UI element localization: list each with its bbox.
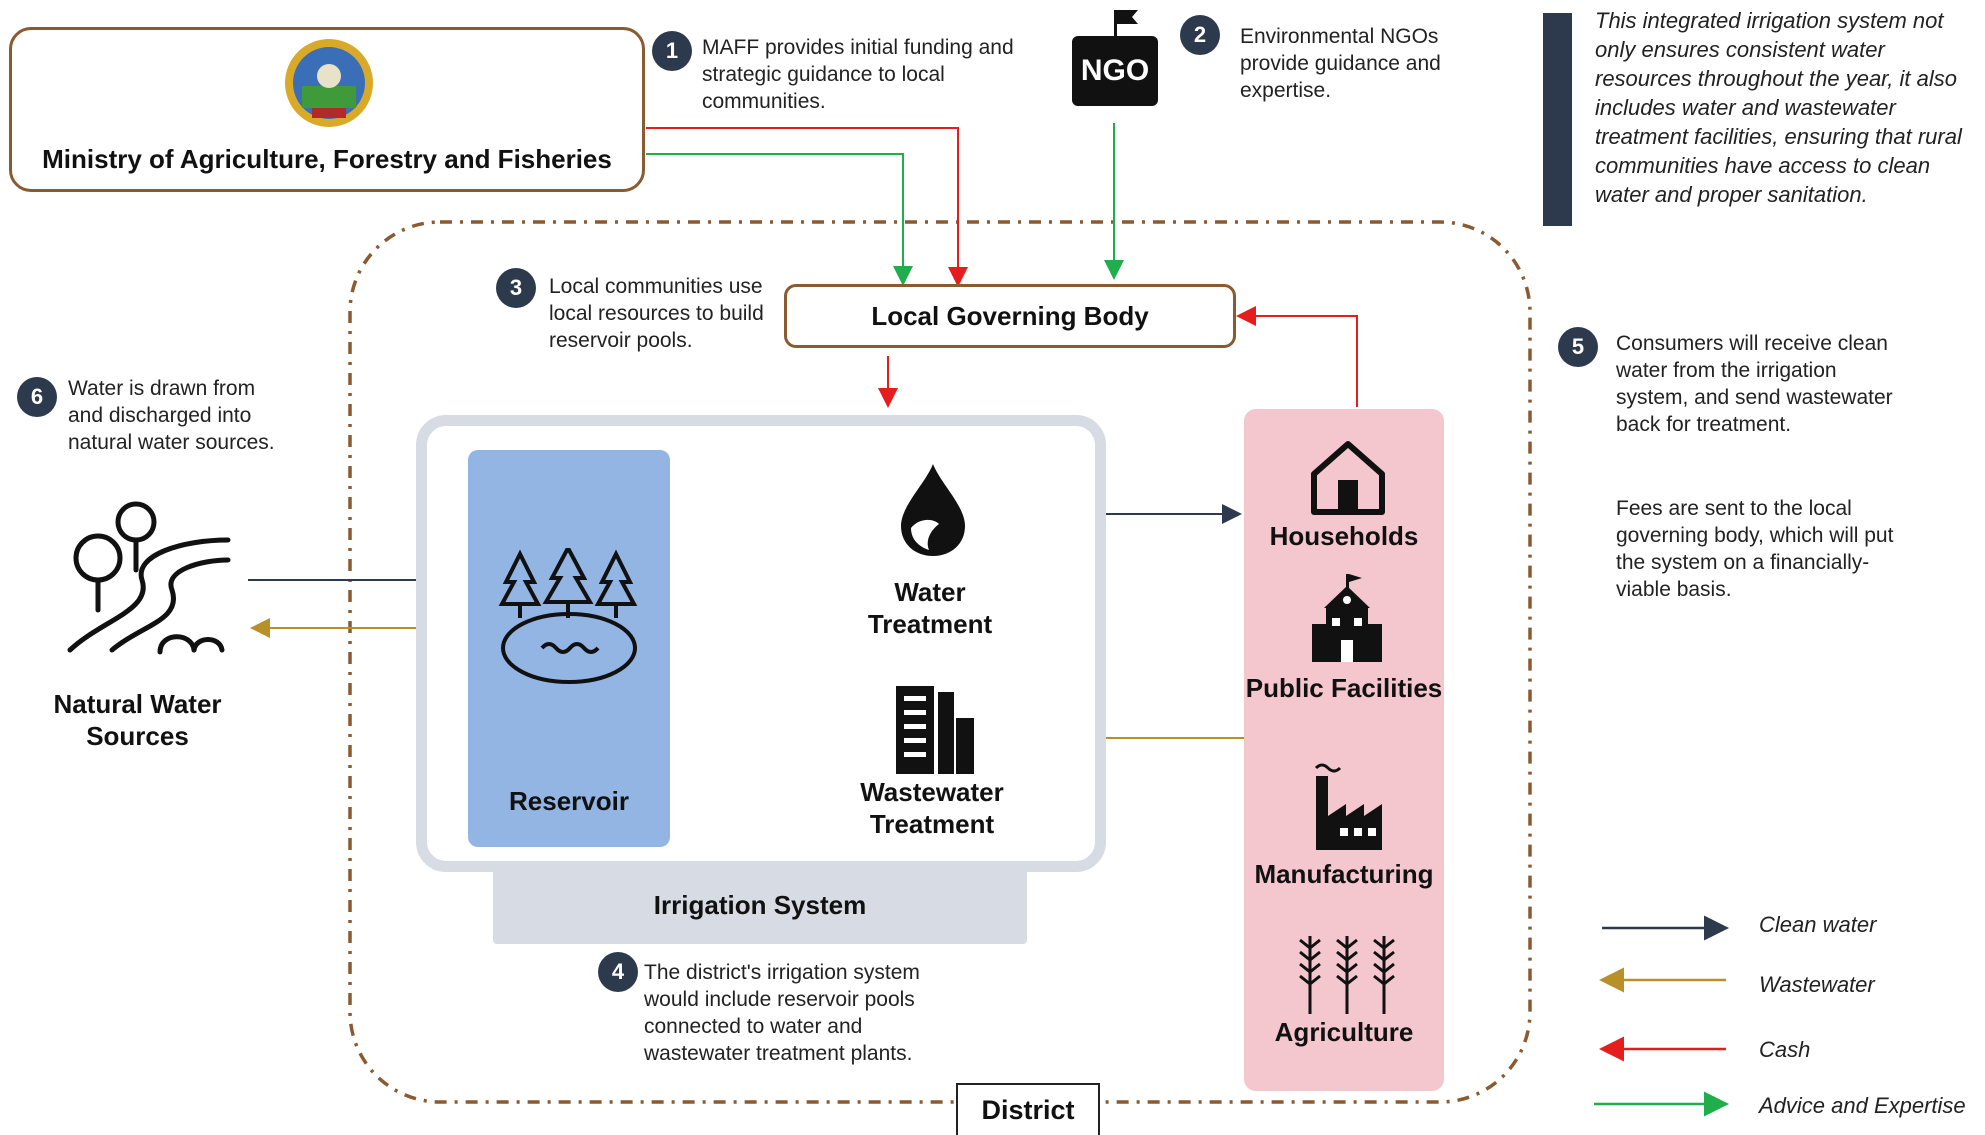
consumer-public-facilities: Public Facilities [1245,673,1443,703]
step-4-badge: 4 [598,952,638,992]
consumer-manufacturing: Manufacturing [1254,859,1434,889]
district-boundary [348,220,1532,1104]
factory-icon [1314,763,1382,850]
house-icon [1311,441,1385,515]
reservoir-trees-icon [498,548,638,684]
wastewater-plant-icon [896,686,974,774]
public-facility-icon [1312,574,1382,662]
local-governing-body-box: Local Governing Body [784,284,1236,348]
step-3-badge: 3 [496,268,536,308]
step-4-text: The district's irrigation system would i… [644,961,920,1065]
step-2-badge: 2 [1180,15,1220,55]
ngo-logo-text: NGO [1080,54,1150,87]
natural-water-sources-icon [67,501,231,655]
consumer-agriculture: Agriculture [1274,1017,1414,1047]
step-5-text-fees: Fees are sent to the local governing bod… [1616,497,1894,601]
step-5-text: Consumers will receive clean water from … [1616,332,1893,436]
irrigation-system-bar [493,860,1027,944]
maff-emblem-icon [285,39,373,127]
wastewater-treatment-label: Wastewater Treatment [860,777,1004,839]
legend-wastewater: Wastewater [1759,972,1875,997]
sidebar-note: This integrated irrigation system not on… [1595,8,1962,207]
consumer-households: Households [1269,521,1419,551]
legend-clean-water: Clean water [1759,912,1877,937]
reservoir-label: Reservoir [509,786,629,816]
water-treatment-label: Water Treatment [867,577,993,639]
maff-title: Ministry of Agriculture, Forestry and Fi… [42,144,612,174]
district-label: District [956,1083,1100,1135]
step-5-badge: 5 [1558,327,1598,367]
advice-arrow-maff-to-lgb [646,153,913,286]
natural-water-sources-label: Natural Water Sources [53,689,222,751]
legend-cash: Cash [1759,1037,1811,1062]
sidebar-accent-bar [1543,13,1572,226]
irrigation-system-label: Irrigation System [653,890,867,920]
water-drop-icon [901,464,965,556]
cash-arrow-maff-to-lgb [646,127,968,287]
agriculture-wheat-icon [1299,936,1395,1014]
step-6-text: Water is drawn from and discharged into … [68,377,275,454]
step-3-text: Local communities use local resources to… [549,275,764,352]
step-1-badge: 1 [652,31,692,71]
cash-arrow-consumers-to-lgb [1236,306,1358,407]
legend-advice: Advice and Expertise [1759,1093,1966,1118]
consumers-panel [1244,409,1444,1091]
step-2-text: Environmental NGOs provide guidance and … [1240,25,1441,102]
ngo-logo: NGO [1072,6,1158,106]
step-6-badge: 6 [17,377,57,417]
maff-box: Ministry of Agriculture, Forestry and Fi… [9,27,645,192]
step-1-text: MAFF provides initial funding and strate… [702,36,1014,113]
ngo-flag-icon [1072,10,1158,106]
